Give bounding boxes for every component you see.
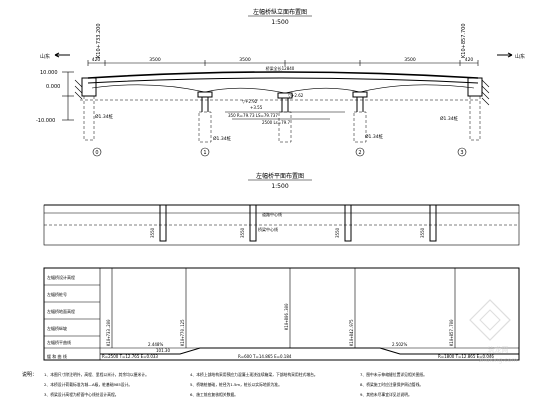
pier-1 bbox=[197, 91, 213, 112]
span-dim-1: 420 bbox=[92, 57, 101, 63]
curve-note-2: 2500 Ls=79.7 bbox=[262, 120, 290, 125]
pier-number-3: 3 bbox=[457, 147, 467, 157]
pile-label-1: Ø1.34桩 bbox=[213, 135, 232, 142]
profile-row-label-4: 左幅桥平曲线 bbox=[47, 339, 71, 345]
curve-note: 350 R=79.73 LS=79.737 bbox=[228, 113, 278, 118]
note-2-3: 6、施工前应复核相关数据。 bbox=[190, 392, 238, 397]
svg-text:3: 3 bbox=[460, 150, 463, 156]
left-station-label: K10+733.200 bbox=[96, 23, 102, 58]
notes: 说明： 1、本图尺寸除注明外，高程、里程以米计，其余均以厘米计。 2、本桥设计荷… bbox=[22, 371, 427, 397]
profile-station-0: K10+733.200 bbox=[106, 319, 111, 346]
bridge-deck-bottom bbox=[87, 77, 479, 84]
pile-label-2: Ø1.34桩 bbox=[365, 133, 384, 140]
note-3-1: 7、图中未示伸缩缝位置详见相关图纸。 bbox=[360, 372, 427, 377]
pier-2 bbox=[277, 92, 293, 112]
pier-number-2: 2 bbox=[355, 147, 365, 157]
svg-text:2: 2 bbox=[358, 150, 361, 156]
level-label-bottom: -10.000 bbox=[36, 118, 55, 124]
profile-curve-mid: R=600 T=14.865 E=0.184 bbox=[238, 354, 292, 359]
profile-station-lines bbox=[111, 268, 456, 348]
profile-curve-right: R=1800 T=12.865 E=0.046 bbox=[438, 354, 494, 359]
right-abutment-hatch bbox=[481, 79, 490, 106]
note-1-1: 1、本图尺寸除注明外，高程、里程以米计，其余均以厘米计。 bbox=[44, 372, 149, 377]
pile-label-3: Ø1.34桩 bbox=[440, 115, 459, 122]
span-dim-4: 3500 bbox=[404, 57, 416, 63]
profile-slope-right: 2.502% bbox=[392, 342, 407, 347]
right-direction-arrow-icon bbox=[497, 52, 513, 58]
svg-text:0: 0 bbox=[95, 150, 98, 156]
elevation-title: 左幅桥纵立面布置图 bbox=[253, 8, 307, 16]
right-station-label: K10+857.700 bbox=[461, 23, 467, 58]
girder-soffit bbox=[91, 84, 475, 94]
right-abutment bbox=[467, 77, 483, 97]
plan-title: 左幅桥平面布置图 bbox=[256, 172, 304, 180]
left-abutment-hatch bbox=[74, 79, 83, 100]
span-dim-2: 3500 bbox=[149, 57, 161, 63]
left-end-label: 山东 bbox=[40, 53, 50, 60]
plan-scale: 1:500 bbox=[271, 183, 288, 190]
watermark-cn: 筑龙网 bbox=[488, 345, 509, 354]
plan-view: 左幅桥平面布置图 1:500 3550 3550 3550 3550 道路中心线… bbox=[43, 172, 520, 246]
plan-center-label-2: 桥梁中心线 bbox=[258, 226, 278, 232]
span-dimension-ticks bbox=[87, 60, 479, 66]
left-direction-arrow-icon bbox=[54, 52, 70, 58]
total-length-label: 桥梁全长12840 bbox=[266, 65, 295, 71]
note-2-1: 4、本桥上部结构采用预应力混凝土现浇连续箱梁，下部结构采用柱式墩台。 bbox=[190, 372, 318, 377]
level-annotation-3: +3.55 bbox=[250, 105, 263, 110]
elevation-view: 左幅桥纵立面布置图 1:500 K10+733.200 K10+857.700 … bbox=[36, 8, 525, 157]
plan-dim-4: 3550 bbox=[420, 227, 425, 238]
level-annotation-1: ▽+2.92 bbox=[242, 99, 258, 104]
profile-row-label-0: 左幅桥设计高程 bbox=[47, 274, 75, 280]
plan-center-label-1: 道路中心线 bbox=[262, 211, 282, 217]
note-2-2: 5、桥墩桩基础，桩径为1.5m，桩长以实际地质为准。 bbox=[190, 382, 282, 387]
profile-station-2: K10+806.300 bbox=[284, 303, 289, 330]
level-annotation-2: ▽+2.62 bbox=[288, 93, 304, 98]
profile-station-1: K10+770.125 bbox=[180, 319, 185, 346]
plan-dim-3: 3550 bbox=[335, 227, 340, 238]
right-end-label: 山东 bbox=[515, 53, 525, 60]
plan-dim-1: 3550 bbox=[150, 227, 155, 238]
plan-dim-2: 3550 bbox=[240, 227, 245, 238]
plan-bents bbox=[159, 204, 437, 242]
profile-slope-left-2: 101.30 bbox=[156, 348, 170, 353]
profile-row-label-2: 左幅桥地面高程 bbox=[47, 308, 75, 314]
note-3-2: 8、桥梁施工时应注意保护周边管线。 bbox=[360, 382, 423, 387]
profile-curve-left: R=2500 T=12.765 E=0.033 bbox=[102, 354, 158, 359]
note-1-2: 2、本桥设计荷载标准为城—A级，桩基础985设计。 bbox=[44, 382, 132, 387]
pier-number-0: 0 bbox=[92, 147, 102, 157]
watermark-logo-icon bbox=[469, 299, 511, 341]
profile-station-3: K10+842.975 bbox=[349, 319, 354, 346]
profile-row-label-3: 左幅桥纵坡 bbox=[47, 325, 67, 331]
notes-heading: 说明： bbox=[22, 371, 37, 378]
profile-bottom-label: 缓 和 曲 线 bbox=[47, 353, 67, 359]
span-dim-3: 3500 bbox=[239, 57, 251, 63]
pier-3 bbox=[352, 91, 368, 112]
note-1-3: 3、桥梁设计高程为桥面中心线处设计高程。 bbox=[44, 392, 119, 397]
bridge-deck-top bbox=[87, 71, 479, 79]
profile-table-frame bbox=[43, 267, 520, 361]
pile-label-0: Ø1.34桩 bbox=[95, 113, 114, 120]
profile-curve-line bbox=[100, 347, 519, 355]
watermark: 筑龙网 zhulong.com bbox=[469, 299, 518, 364]
piles bbox=[83, 95, 481, 143]
pier-number-1: 1 bbox=[200, 147, 210, 157]
left-abutment bbox=[81, 77, 97, 97]
profile-row-label-1: 左幅桥桩号 bbox=[47, 291, 67, 297]
elevation-scale: 1:500 bbox=[271, 19, 288, 26]
profile-table: 左幅桥设计高程 左幅桥桩号 左幅桥地面高程 左幅桥纵坡 左幅桥平曲线 K10+7… bbox=[43, 267, 520, 361]
span-dim-5: 420 bbox=[465, 57, 474, 63]
profile-slope-left: 2.448% bbox=[148, 342, 163, 347]
note-3-3: 9、其他未尽事宜详见总说明。 bbox=[360, 392, 412, 397]
level-label-top: 10.000 bbox=[40, 70, 58, 76]
svg-text:1: 1 bbox=[203, 150, 206, 156]
level-label-mid: 0.000 bbox=[46, 84, 60, 90]
profile-station-4: K10+857.700 bbox=[449, 319, 454, 346]
watermark-brand: zhulong.com bbox=[479, 357, 518, 364]
